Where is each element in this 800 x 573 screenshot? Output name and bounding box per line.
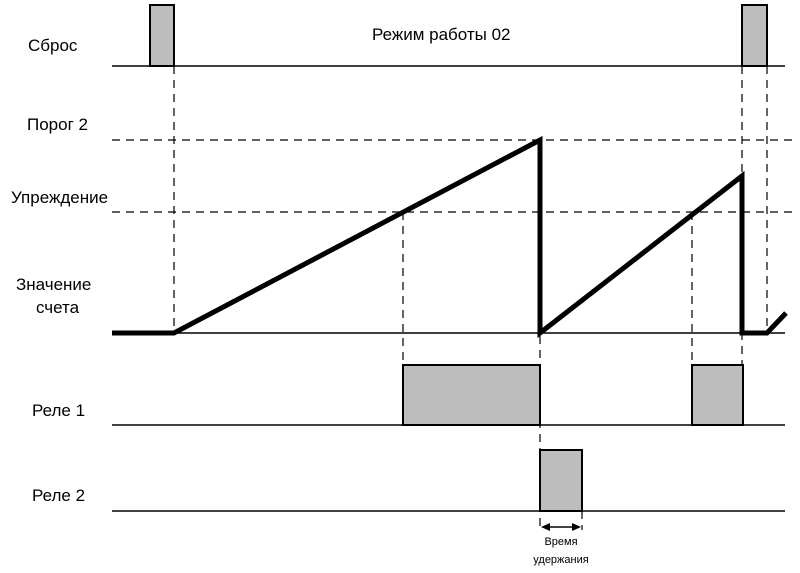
hold-time-label-line1: Время	[544, 536, 577, 548]
label-reset: Сброс	[28, 36, 78, 55]
reset-pulse-2	[741, 4, 768, 67]
mode-title: Режим работы 02	[372, 25, 511, 44]
label-count-value-line2: счета	[36, 298, 80, 317]
relay-2-pulse	[539, 449, 583, 512]
label-relay-1: Реле 1	[32, 401, 85, 420]
label-relay-2: Реле 2	[32, 486, 85, 505]
relay-1-pulse-1	[402, 364, 541, 426]
hold-time-arrow	[541, 523, 581, 531]
label-count-value-line1: Значение	[16, 275, 91, 294]
reset-pulse-1	[149, 4, 175, 67]
label-lead: Упреждение	[11, 188, 108, 207]
count-value-waveform	[112, 135, 788, 339]
relay-1-pulse-2	[691, 364, 744, 426]
label-threshold-2: Порог 2	[27, 115, 88, 134]
hold-time-label-line2: удержания	[533, 554, 588, 566]
